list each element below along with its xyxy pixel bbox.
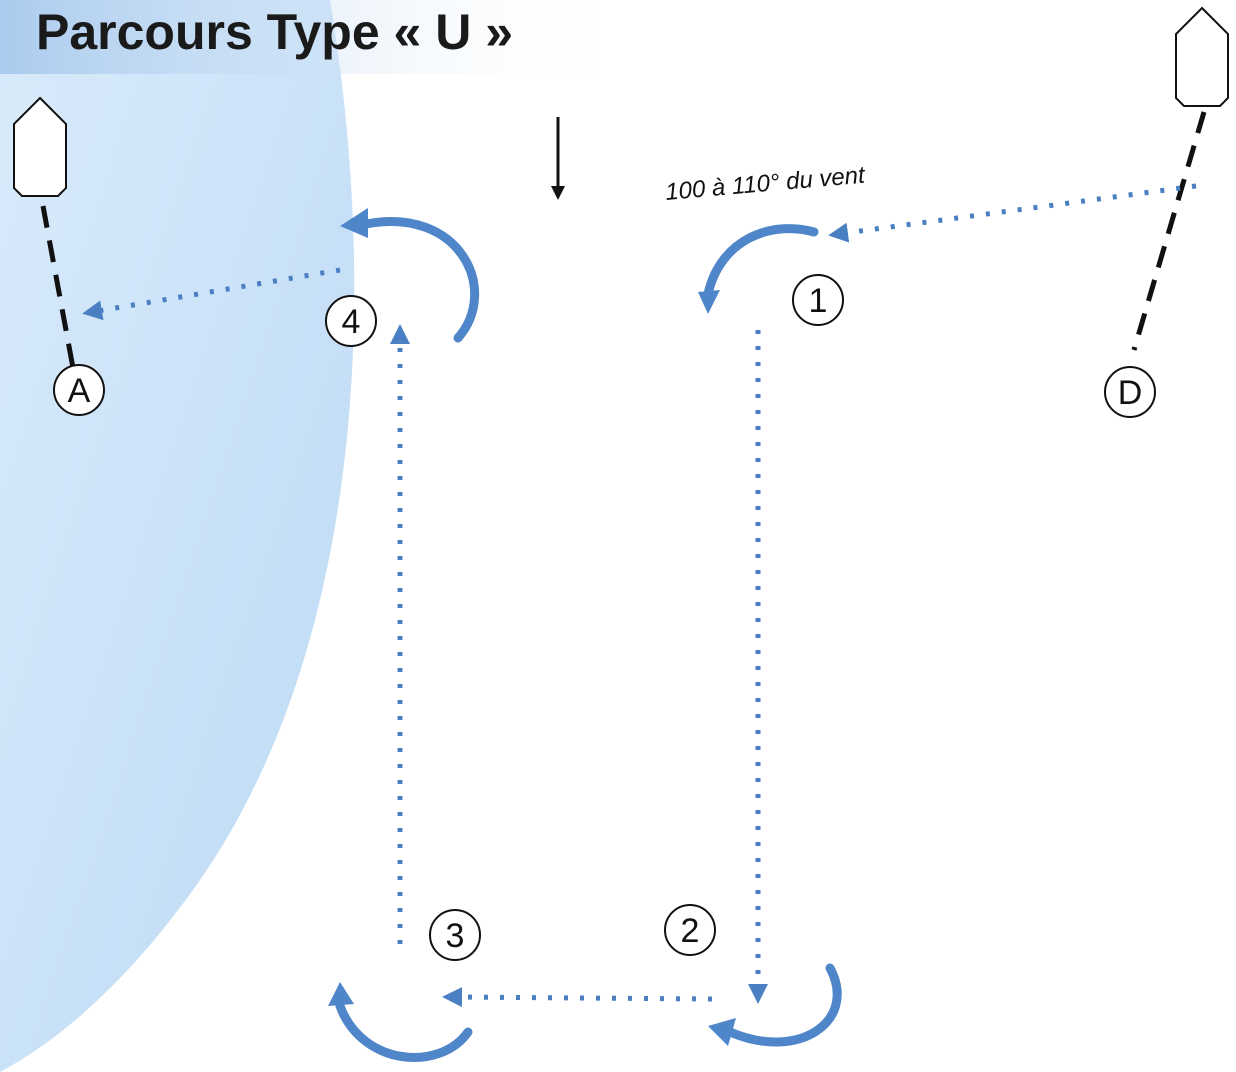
finish-line	[40, 205, 79, 385]
page-title: Parcours Type « U »	[36, 4, 514, 60]
boat-icon	[13, 96, 67, 197]
start-mark-d: D	[1104, 366, 1156, 418]
mark-label: 4	[342, 303, 361, 341]
leg-start-to-1	[828, 183, 1197, 243]
mark-label: 1	[809, 282, 828, 320]
finish-mark-a: A	[53, 364, 105, 416]
turn-arrow	[340, 208, 480, 343]
turn-arrow	[328, 982, 473, 1062]
mark-3: 3	[429, 909, 481, 961]
mark-label: 2	[681, 912, 700, 950]
turn-arrow	[698, 224, 819, 314]
mark-2: 2	[664, 904, 716, 956]
start-line	[1131, 111, 1207, 351]
mark-1: 1	[792, 274, 844, 326]
turn-arrow	[708, 963, 842, 1047]
arrow-down-icon	[551, 117, 565, 200]
boat-icon	[1175, 6, 1229, 107]
leg-4-to-finish	[82, 267, 341, 321]
mark-4: 4	[325, 295, 377, 347]
mark-label: D	[1118, 374, 1143, 412]
angle-annotation: 100 à 110° du vent	[664, 162, 867, 206]
leg-2-to-3	[442, 987, 713, 1008]
mark-label: A	[68, 372, 91, 410]
mark-label: 3	[446, 917, 465, 955]
route-legs	[82, 183, 1197, 1008]
